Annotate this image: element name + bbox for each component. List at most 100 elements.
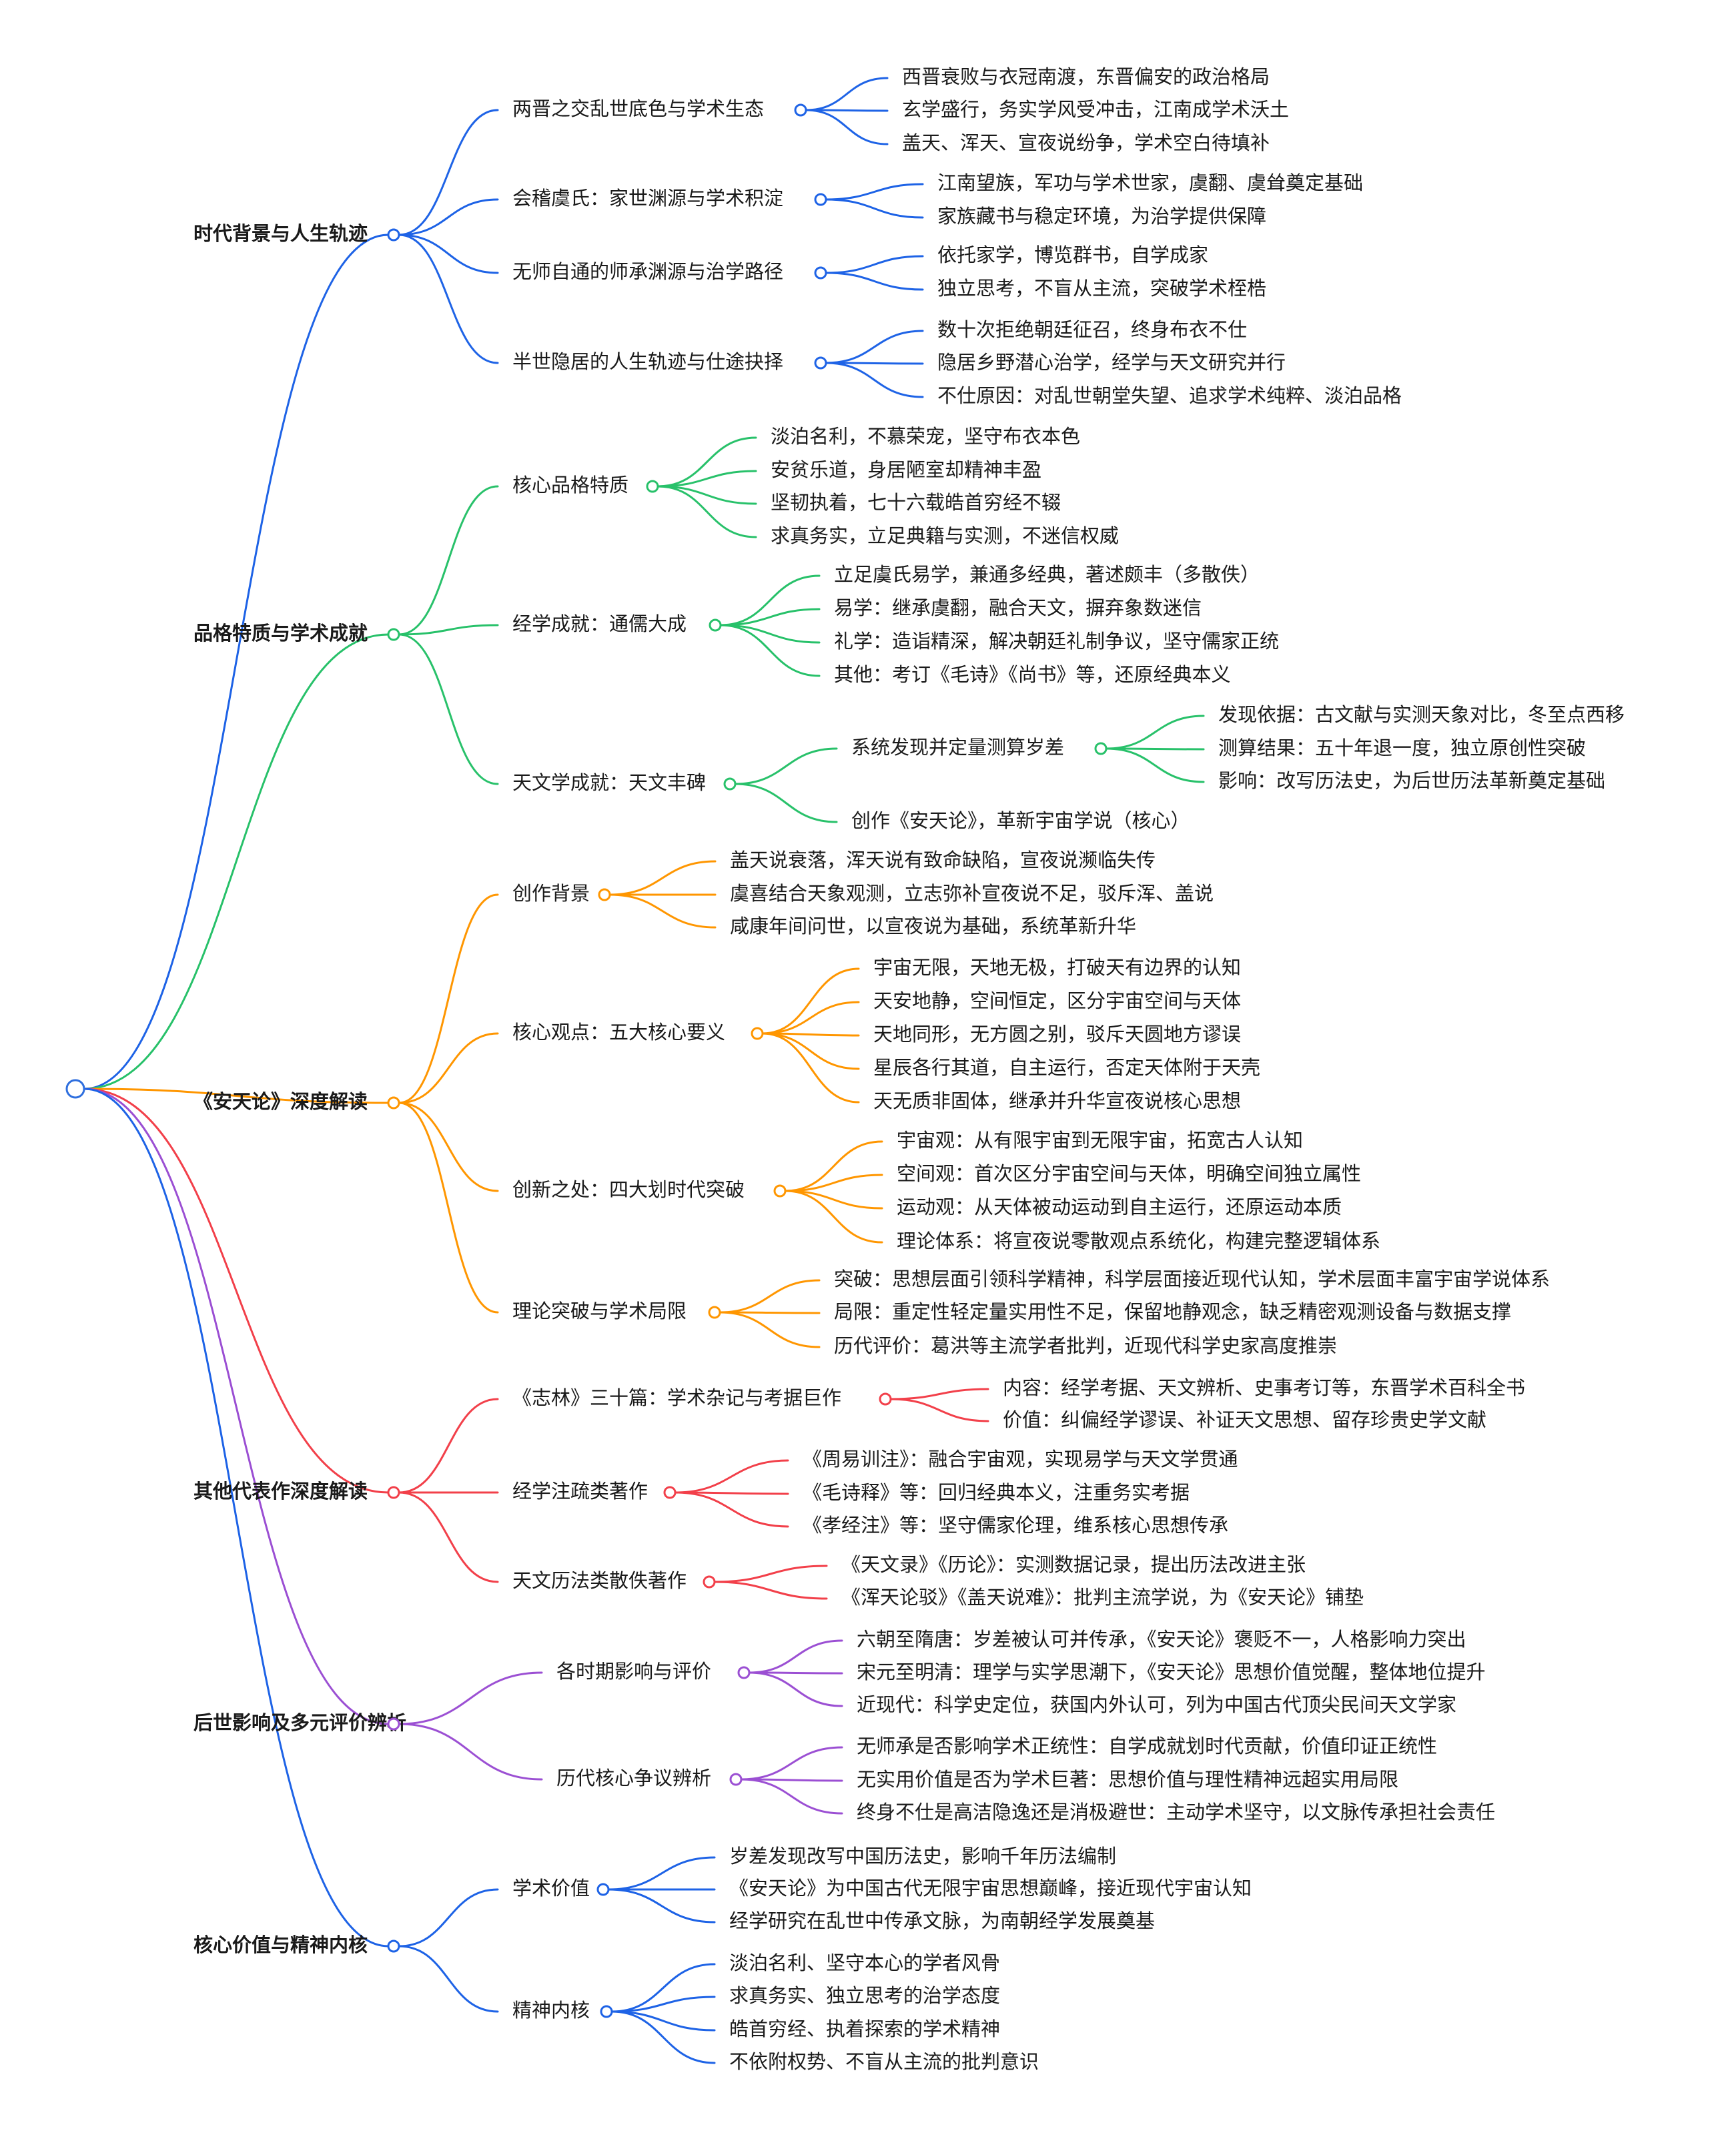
leaf-label[interactable]: 系统发现并定量测算岁差 — [851, 736, 1064, 759]
leaf-label[interactable]: 不仕原因：对乱世朝堂失望、追求学术纯粹、淡泊品格 — [937, 384, 1402, 407]
leaf-label[interactable]: 理论体系：将宣夜说零散观点系统化，构建完整逻辑体系 — [897, 1230, 1380, 1252]
expand-node-dot[interactable] — [773, 1184, 787, 1198]
branch-title[interactable]: 时代背景与人生轨迹 — [193, 222, 368, 245]
leaf-label[interactable]: 无师承是否影响学术正统性：自学成就划时代贡献，价值印证正统性 — [857, 1735, 1437, 1757]
leaf-label[interactable]: 江南望族，军功与学术世家，虞翻、虞耸奠定基础 — [937, 171, 1363, 194]
leaf-label[interactable]: 盖天说衰落，浑天说有致命缺陷，宣夜说濒临失传 — [730, 849, 1156, 871]
leaf-label[interactable]: 盖天、浑天、宣夜说纷争，学术空白待填补 — [902, 131, 1270, 154]
expand-node-dot[interactable] — [387, 1940, 400, 1953]
expand-node-dot[interactable] — [596, 1883, 610, 1896]
topic-label[interactable]: 创作背景 — [512, 882, 590, 905]
leaf-label[interactable]: 不依附权势、不盲从主流的批判意识 — [729, 2050, 1039, 2073]
expand-node-dot[interactable] — [387, 1717, 400, 1731]
expand-node-dot[interactable] — [709, 618, 722, 632]
leaf-label[interactable]: 家族藏书与稳定环境，为治学提供保障 — [937, 205, 1266, 228]
expand-node-dot[interactable] — [737, 1666, 751, 1679]
topic-label[interactable]: 创新之处：四大划时代突破 — [512, 1178, 745, 1201]
leaf-label[interactable]: 空间观：首次区分宇宙空间与天体，明确空间独立属性 — [897, 1162, 1361, 1185]
leaf-label[interactable]: 创作《安天论》，革新宇宙学说（核心） — [851, 809, 1190, 832]
leaf-label[interactable]: 近现代：科学史定位，获国内外认可，列为中国古代顶尖民间天文学家 — [857, 1693, 1456, 1716]
topic-label[interactable]: 无师自通的师承渊源与治学路径 — [512, 260, 783, 283]
leaf-label[interactable]: 立足虞氏易学，兼通多经典，著述颇丰（多散佚） — [834, 563, 1260, 586]
expand-node-dot[interactable] — [879, 1392, 892, 1406]
leaf-label[interactable]: 数十次拒绝朝廷征召，终身布衣不仕 — [937, 318, 1247, 341]
leaf-label[interactable]: 经学研究在乱世中传承文脉，为南朝经学发展奠基 — [729, 1909, 1155, 1932]
branch-title[interactable]: 其他代表作深度解读 — [193, 1480, 368, 1503]
expand-node-dot[interactable] — [387, 1096, 400, 1110]
leaf-label[interactable]: 突破：思想层面引领科学精神，科学层面接近现代认知，学术层面丰富宇宙学说体系 — [834, 1268, 1550, 1290]
topic-label[interactable]: 天文学成就：天文丰碑 — [512, 771, 706, 794]
topic-label[interactable]: 经学注疏类著作 — [512, 1480, 648, 1503]
branch-title[interactable]: 后世影响及多元评价辨析 — [193, 1711, 406, 1734]
leaf-label[interactable]: 坚韧执着，七十六载皓首穷经不辍 — [771, 491, 1061, 514]
leaf-label[interactable]: 无实用价值是否为学术巨著：思想价值与理性精神远超实用局限 — [857, 1768, 1398, 1791]
expand-node-dot[interactable] — [723, 777, 737, 791]
topic-label[interactable]: 历代核心争议辨析 — [556, 1767, 711, 1789]
topic-label[interactable]: 各时期影响与评价 — [556, 1660, 711, 1683]
branch-title[interactable]: 核心价值与精神内核 — [193, 1934, 368, 1956]
leaf-label[interactable]: 虞喜结合天象观测，立志弥补宣夜说不足，驳斥浑、盖说 — [730, 882, 1214, 905]
leaf-label[interactable]: 其他：考订《毛诗》《尚书》等，还原经典本义 — [834, 663, 1231, 686]
expand-node-dot[interactable] — [729, 1773, 743, 1786]
expand-node-dot[interactable] — [387, 628, 400, 641]
leaf-label[interactable]: 历代评价：葛洪等主流学者批判，近现代科学史家高度推崇 — [834, 1334, 1337, 1357]
leaf-label[interactable]: 《孝经注》等：坚守儒家伦理，维系核心思想传承 — [803, 1514, 1228, 1537]
leaf-label[interactable]: 天安地静，空间恒定，区分宇宙空间与天体 — [873, 989, 1241, 1012]
leaf-label[interactable]: 依托家学，博览群书，自学成家 — [937, 244, 1208, 266]
leaf-label[interactable]: 天无质非固体，继承并升华宣夜说核心思想 — [873, 1090, 1241, 1112]
topic-label[interactable]: 《志林》三十篇：学术杂记与考据巨作 — [512, 1386, 841, 1409]
leaf-label[interactable]: 运动观：从天体被动运动到自主运行，还原运动本质 — [897, 1196, 1342, 1218]
branch-title[interactable]: 品格特质与学术成就 — [193, 622, 368, 645]
expand-node-dot[interactable] — [751, 1027, 764, 1040]
leaf-label[interactable]: 内容：经学考据、天文辨析、史事考订等，东晋学术百科全书 — [1003, 1376, 1525, 1399]
leaf-label[interactable]: 易学：继承虞翻，融合天文，摒弃象数迷信 — [834, 596, 1202, 619]
expand-node-dot[interactable] — [1094, 742, 1108, 755]
expand-node-dot[interactable] — [663, 1486, 677, 1499]
leaf-label[interactable]: 礼学：造诣精深，解决朝廷礼制争议，坚守儒家正统 — [834, 630, 1279, 653]
topic-label[interactable]: 两晋之交乱世底色与学术生态 — [512, 97, 764, 120]
leaf-label[interactable]: 《周易训注》：融合宇宙观，实现易学与天文学贯通 — [803, 1448, 1238, 1470]
topic-label[interactable]: 半世隐居的人生轨迹与仕途抉择 — [512, 350, 783, 373]
leaf-label[interactable]: 玄学盛行，务实学风受冲击，江南成学术沃土 — [902, 98, 1289, 121]
leaf-label[interactable]: 《天文录》《历论》：实测数据记录，提出历法改进主张 — [841, 1553, 1306, 1576]
expand-node-dot[interactable] — [387, 228, 400, 242]
leaf-label[interactable]: 《毛诗释》等：回归经典本义，注重务实考据 — [803, 1481, 1190, 1504]
branch-title[interactable]: 《安天论》深度解读 — [193, 1090, 368, 1113]
expand-node-dot[interactable] — [708, 1306, 721, 1319]
leaf-label[interactable]: 发现依据：古文献与实测天象对比，冬至点西移 — [1218, 703, 1625, 726]
leaf-label[interactable]: 皓首穷经、执着探索的学术精神 — [729, 2018, 1000, 2040]
leaf-label[interactable]: 宇宙观：从有限宇宙到无限宇宙，拓宽古人认知 — [897, 1129, 1303, 1152]
expand-node-dot[interactable] — [646, 480, 659, 493]
leaf-label[interactable]: 咸康年间问世，以宣夜说为基础，系统革新升华 — [730, 915, 1136, 937]
leaf-label[interactable]: 《浑天论驳》《盖天说难》：批判主流学说，为《安天论》铺垫 — [841, 1586, 1364, 1609]
topic-label[interactable]: 学术价值 — [512, 1877, 590, 1899]
leaf-label[interactable]: 星辰各行其道，自主运行，否定天体附于天壳 — [873, 1056, 1260, 1079]
expand-node-dot[interactable] — [598, 888, 611, 901]
leaf-label[interactable]: 局限：重定性轻定量实用性不足，保留地静观念，缺乏精密观测设备与数据支撑 — [834, 1300, 1511, 1323]
expand-node-dot[interactable] — [794, 103, 807, 117]
leaf-label[interactable]: 价值：纠偏经学谬误、补证天文思想、留存珍贵史学文献 — [1003, 1408, 1486, 1431]
expand-node-dot[interactable] — [814, 193, 827, 206]
leaf-label[interactable]: 淡泊名利，不慕荣宠，坚守布衣本色 — [771, 425, 1080, 448]
topic-label[interactable]: 经学成就：通儒大成 — [512, 612, 687, 635]
leaf-label[interactable]: 求真务实，立足典籍与实测，不迷信权威 — [771, 524, 1119, 547]
leaf-label[interactable]: 岁差发现改写中国历法史，影响千年历法编制 — [729, 1845, 1116, 1867]
topic-label[interactable]: 精神内核 — [512, 1999, 590, 2022]
expand-node-dot[interactable] — [387, 1486, 400, 1499]
expand-node-dot[interactable] — [600, 2005, 613, 2018]
leaf-label[interactable]: 隐居乡野潜心治学，经学与天文研究并行 — [937, 351, 1286, 374]
leaf-label[interactable]: 西晋衰败与衣冠南渡，东晋偏安的政治格局 — [902, 65, 1270, 88]
topic-label[interactable]: 核心品格特质 — [512, 474, 628, 496]
expand-node-dot[interactable] — [814, 356, 827, 370]
expand-node-dot[interactable] — [814, 266, 827, 280]
leaf-label[interactable]: 求真务实、独立思考的治学态度 — [729, 1984, 1000, 2007]
leaf-label[interactable]: 天地同形，无方圆之别，驳斥天圆地方谬误 — [873, 1023, 1241, 1045]
leaf-label[interactable]: 宇宙无限，天地无极，打破天有边界的认知 — [873, 956, 1241, 979]
leaf-label[interactable]: 安贫乐道，身居陋室却精神丰盈 — [771, 458, 1041, 481]
leaf-label[interactable]: 六朝至隋唐：岁差被认可并传承，《安天论》褒贬不一，人格影响力突出 — [857, 1628, 1466, 1651]
leaf-label[interactable]: 淡泊名利、坚守本心的学者风骨 — [729, 1952, 1000, 1974]
topic-label[interactable]: 理论突破与学术局限 — [512, 1300, 687, 1322]
expand-node-dot[interactable] — [703, 1575, 716, 1589]
topic-label[interactable]: 天文历法类散佚著作 — [512, 1569, 687, 1592]
root-node[interactable] — [65, 1079, 85, 1099]
